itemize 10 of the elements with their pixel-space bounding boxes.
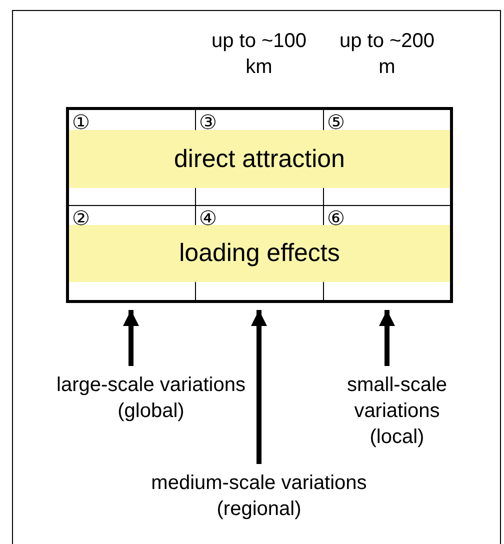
scale-caption: medium-scale variations (regional) bbox=[149, 470, 369, 522]
highlight-band: loading effects bbox=[69, 225, 450, 282]
range-label: up to ~200 m bbox=[338, 29, 436, 80]
arrow bbox=[123, 310, 139, 366]
range-label: up to ~100 km bbox=[210, 29, 308, 80]
scale-caption: large-scale variations (global) bbox=[56, 372, 246, 424]
highlight-band: direct attraction bbox=[69, 130, 450, 188]
arrow bbox=[251, 310, 267, 464]
arrow bbox=[379, 310, 395, 366]
scale-caption: small-scale variations (local) bbox=[344, 372, 450, 450]
